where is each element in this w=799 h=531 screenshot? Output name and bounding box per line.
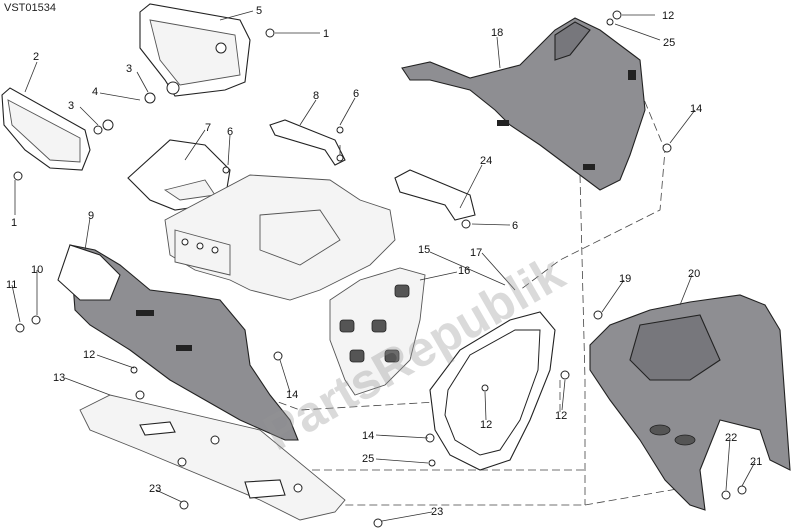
callout-8: 8 — [313, 90, 319, 102]
part-7-plate — [127, 139, 231, 211]
side-frame-ring — [429, 311, 556, 471]
callout-3: 3 — [68, 100, 74, 112]
callout-17: 17 — [470, 247, 482, 259]
callout-25: 25 — [362, 453, 374, 465]
leader-lines — [11, 10, 756, 522]
diagram-code: VST01534 — [4, 2, 56, 14]
callout-15: 15 — [418, 244, 430, 256]
callout-5: 5 — [256, 5, 262, 17]
callout-10: 10 — [31, 264, 43, 276]
part-2-side-cover — [1, 87, 91, 171]
callout-21: 21 — [750, 456, 762, 468]
callout-14: 14 — [286, 389, 298, 401]
callout-12: 12 — [480, 419, 492, 431]
callout-23: 23 — [149, 483, 161, 495]
part-24-bracket — [394, 169, 476, 221]
callout-6: 6 — [512, 220, 518, 232]
callout-14: 14 — [690, 103, 702, 115]
part-9-lower-fairing — [57, 244, 299, 441]
callout-19: 19 — [619, 273, 631, 285]
callout-12: 12 — [83, 349, 95, 361]
callout-6: 6 — [227, 126, 233, 138]
callout-14: 14 — [362, 430, 374, 442]
part-8-strip — [269, 119, 346, 166]
callout-22: 22 — [725, 432, 737, 444]
callout-11: 11 — [6, 279, 17, 291]
callout-13: 13 — [53, 372, 65, 384]
part-20-front-fairing — [589, 294, 791, 511]
part-5-bracket — [139, 3, 251, 97]
callout-numbers: 5 1 2 3 3 4 7 8 6 6 6 1 18 12 25 14 24 1… — [6, 5, 762, 518]
callout-6: 6 — [353, 88, 359, 100]
callout-23: 23 — [431, 506, 443, 518]
callout-12: 12 — [662, 10, 674, 22]
fasteners — [13, 10, 747, 528]
part-13-under-tray — [79, 394, 346, 521]
callout-1: 1 — [11, 217, 17, 229]
part-16-inner-shield — [329, 267, 426, 396]
callout-4: 4 — [92, 86, 98, 98]
callout-20: 20 — [688, 268, 700, 280]
callout-2: 2 — [33, 51, 39, 63]
callout-18: 18 — [491, 27, 503, 39]
callout-24: 24 — [480, 155, 492, 167]
callout-25: 25 — [663, 37, 675, 49]
callout-7: 7 — [205, 122, 211, 134]
callout-1: 1 — [323, 28, 329, 40]
callout-16: 16 — [458, 265, 470, 277]
callout-9: 9 — [88, 210, 94, 222]
part-18-upper-panel — [401, 17, 646, 191]
callout-12: 12 — [555, 410, 567, 422]
callout-3: 3 — [126, 63, 132, 75]
central-frame — [164, 174, 396, 301]
